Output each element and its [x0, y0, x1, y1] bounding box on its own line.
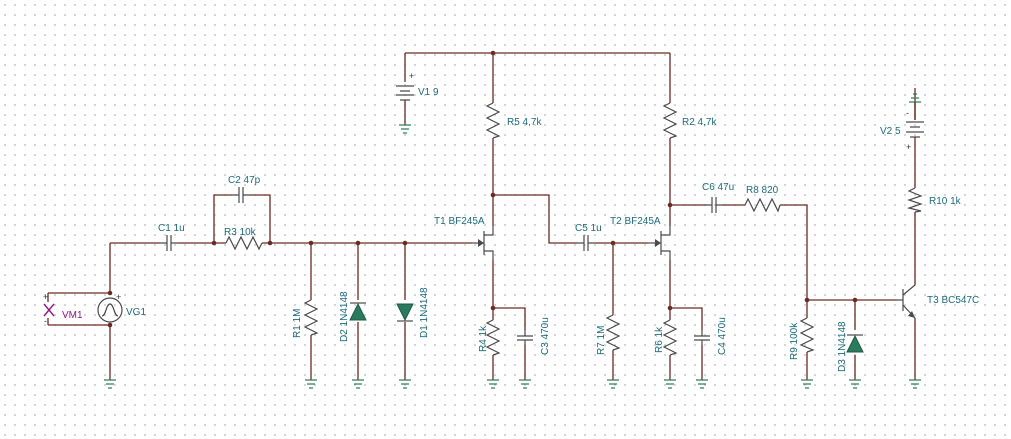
label-c2: C2 47p: [228, 175, 261, 186]
label-vg1: VG1: [126, 307, 146, 318]
ground-icon: [399, 379, 411, 389]
label-r8: R8 820: [746, 185, 779, 196]
minus-sign: -: [44, 316, 47, 326]
resistor-r7[interactable]: [605, 314, 621, 351]
label-d2: D2 1N4148: [339, 291, 350, 342]
capacitor-c3[interactable]: [517, 330, 533, 345]
capacitors: [160, 187, 722, 345]
resistor-r8[interactable]: [744, 197, 781, 213]
junction: [490, 192, 496, 198]
label-c6: C6 47u: [702, 182, 734, 193]
label-v2: V2 5: [880, 126, 901, 137]
ground-icon: [849, 379, 861, 389]
label-r4: R4 1k: [478, 325, 489, 352]
ground-icon: [801, 379, 813, 389]
transistor-t3[interactable]: [897, 284, 916, 319]
junction: [107, 322, 113, 328]
ground-icon: [487, 379, 499, 389]
resistor-r6[interactable]: [662, 319, 678, 356]
label-r2: R2 4,7k: [682, 117, 717, 128]
labels: V1 9 V2 5 VG1 VM1 C1 1u C2 47p R3 10k R5…: [43, 71, 979, 372]
label-r1: R1 1M: [292, 309, 303, 338]
capacitor-c2[interactable]: [232, 187, 249, 203]
junction: [267, 240, 273, 246]
junction: [490, 305, 496, 311]
label-t1: T1 BF245A: [434, 216, 485, 227]
junction: [667, 305, 673, 311]
junction: [211, 240, 217, 246]
wires: [48, 52, 916, 380]
junction: [490, 50, 496, 56]
label-c1: C1 1u: [158, 223, 185, 234]
plus-sign: +: [409, 71, 414, 81]
ground-icon: [352, 379, 364, 389]
label-r10: R10 1k: [929, 196, 962, 207]
resistor-r1[interactable]: [303, 299, 319, 336]
plus-sign: +: [116, 292, 121, 302]
diodes: [349, 302, 864, 353]
junction: [852, 297, 858, 303]
ground-icon: [305, 379, 317, 389]
ground-icon: [664, 379, 676, 389]
junction: [804, 297, 810, 303]
label-r9: R9 100k: [789, 322, 800, 360]
junction: [308, 240, 314, 246]
ground-icon: [399, 124, 411, 134]
plus-sign: +: [43, 292, 48, 302]
capacitor-c5[interactable]: [577, 235, 595, 251]
junction: [667, 202, 673, 208]
minus-sign: -: [906, 108, 909, 118]
capacitor-c4[interactable]: [694, 330, 710, 345]
label-d3: D3 1N4148: [837, 321, 848, 372]
ground-icon: [519, 379, 531, 389]
diode-d2[interactable]: [349, 302, 367, 321]
label-r3: R3 10k: [224, 227, 257, 238]
capacitor-c6[interactable]: [706, 197, 722, 213]
grounds: [104, 93, 921, 389]
transistor-t2[interactable]: [648, 226, 671, 260]
junction: [107, 290, 113, 296]
label-r7: R7 1M: [596, 326, 607, 355]
ground-icon: [696, 379, 708, 389]
ground-icon: [104, 379, 116, 389]
label-t2: T2 BF245A: [610, 216, 661, 227]
transistor-t1[interactable]: [472, 226, 494, 260]
signal-generator-vg1[interactable]: [97, 297, 123, 323]
resistor-r2[interactable]: [662, 102, 678, 139]
voltmeter-vm1[interactable]: [43, 293, 55, 325]
battery-v1[interactable]: [396, 85, 414, 102]
label-d1: D1 1N4148: [419, 287, 430, 338]
resistor-r4[interactable]: [485, 319, 501, 356]
plus-sign: +: [906, 142, 911, 152]
junction: [355, 240, 361, 246]
label-t3: T3 BC547C: [927, 295, 979, 306]
resistor-r10[interactable]: [906, 187, 923, 213]
diode-d3[interactable]: [846, 334, 864, 353]
resistors: [225, 102, 923, 356]
resistor-r9[interactable]: [799, 317, 815, 353]
ground-icon: [909, 379, 921, 389]
label-c5: C5 1u: [575, 223, 602, 234]
label-r6: R6 1k: [654, 326, 665, 353]
label-c3: C3 470u: [540, 317, 551, 355]
diode-d1[interactable]: [396, 303, 414, 322]
junction: [610, 240, 616, 246]
resistor-r5[interactable]: [485, 102, 501, 139]
capacitor-c1[interactable]: [160, 235, 178, 251]
battery-v2[interactable]: [906, 102, 924, 140]
ground-icon: [607, 379, 619, 389]
resistor-r3[interactable]: [225, 235, 263, 251]
label-vm1: VM1: [62, 310, 83, 321]
label-r5: R5 4,7k: [507, 117, 542, 128]
junctions: [107, 50, 858, 328]
label-v1: V1 9: [418, 87, 439, 98]
junction: [402, 240, 408, 246]
label-c4: C4 470u: [717, 317, 728, 355]
